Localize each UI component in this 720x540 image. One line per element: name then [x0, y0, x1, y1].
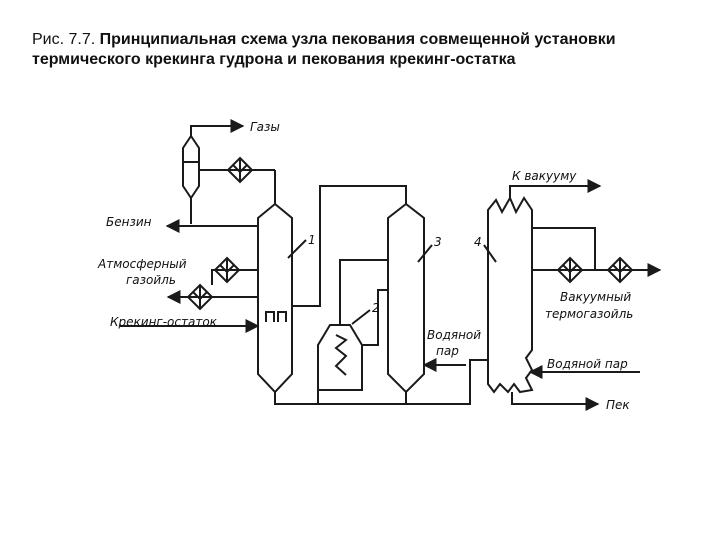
callout-4: 4 [474, 235, 482, 249]
label-steam-right: Водяной пар [547, 357, 628, 371]
callout-3-leader [417, 244, 433, 263]
heat-exchanger-gasoil-2 [186, 283, 214, 311]
col1-to-col3-line [292, 185, 407, 307]
to-vacuum-line [509, 179, 602, 198]
furnace-to-col3-line [339, 259, 388, 325]
callout-2: 2 [372, 301, 380, 315]
callout-1: 1 [308, 233, 316, 247]
callout-2-leader [351, 309, 371, 325]
label-to-vacuum: К вакууму [512, 169, 577, 183]
column-3 [387, 202, 425, 394]
bottom-transfer-line [274, 359, 488, 405]
vac-gasoil-line-a [532, 227, 608, 271]
label-steam-2: пар [436, 344, 459, 358]
heat-exchanger-top [226, 156, 254, 184]
label-atm-gasoil-1: Атмосферный [97, 257, 187, 271]
furnace-2 [317, 324, 363, 391]
label-cracking-residue: Крекинг-остаток [110, 315, 218, 329]
figure-title: Принципиальная схема узла пекования совм… [32, 31, 616, 68]
gas-separator [182, 134, 200, 200]
heat-exchanger-gasoil-1 [213, 256, 241, 284]
coking-chamber-4 [487, 195, 534, 394]
label-pitch: Пек [606, 398, 630, 412]
pitch-line [511, 392, 600, 411]
label-gases: Газы [250, 120, 280, 134]
gasoil-line-b [211, 269, 215, 285]
figure-caption: Рис. 7.7. Принципиальная схема узла пеко… [32, 30, 712, 70]
callout-3: 3 [434, 235, 442, 249]
label-atm-gasoil-2: газойль [126, 273, 176, 287]
furnace-aux-line [362, 289, 388, 346]
label-steam-1: Водяной [427, 328, 481, 342]
callout-4-leader [483, 244, 497, 263]
column-1 [257, 202, 293, 394]
label-vac-gasoil-2: термогазойль [545, 307, 633, 321]
figure-number: Рис. 7.7. [32, 31, 96, 48]
gases-line [190, 119, 245, 136]
callout-1-leader [287, 239, 307, 259]
label-benzin: Бензин [106, 215, 152, 229]
label-vac-gasoil-1: Вакуумный [560, 290, 631, 304]
heat-exchanger-vac-1 [556, 256, 584, 284]
heat-exchanger-vac-2 [606, 256, 634, 284]
